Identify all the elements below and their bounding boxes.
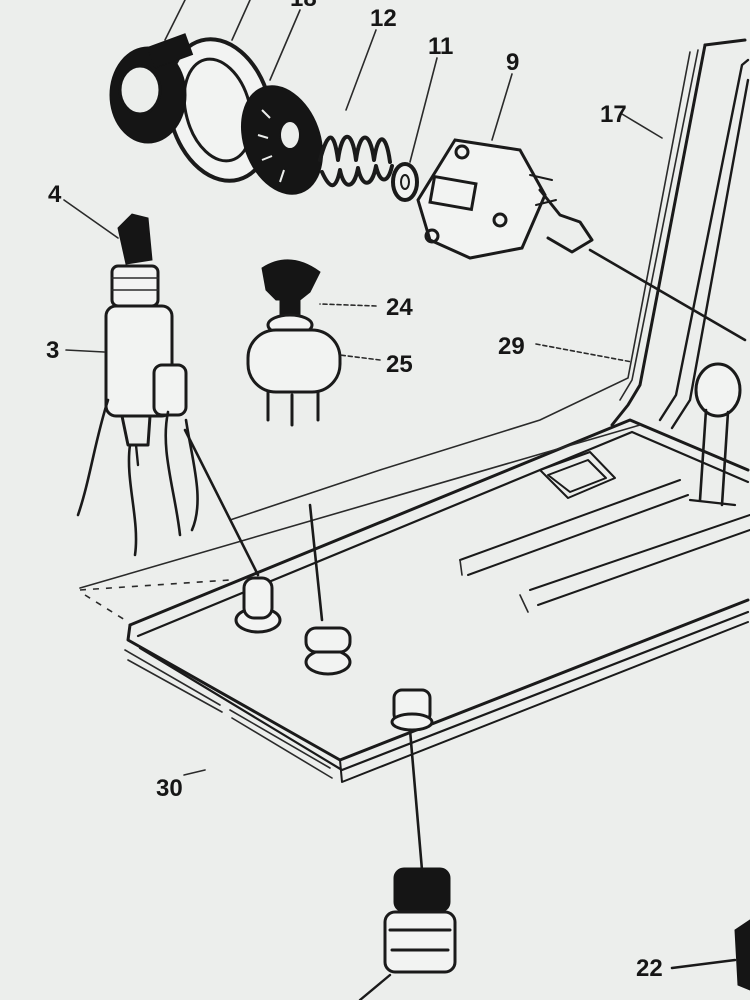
callout-9: 9 (506, 49, 519, 76)
bottom-switch (358, 728, 457, 1000)
callout-12: 12 (370, 5, 397, 32)
callout-3: 3 (46, 337, 59, 364)
part-22 (670, 919, 750, 991)
console-details (459, 362, 750, 613)
left-switch (76, 213, 260, 577)
leader-lines (63, 0, 663, 776)
cover-panel (229, 38, 750, 521)
panel-buttons (234, 576, 434, 732)
callout-11: 11 (428, 33, 453, 60)
callout-29: 29 (498, 333, 525, 360)
callout-4: 4 (48, 181, 62, 208)
switch-body (416, 138, 747, 342)
spring (318, 134, 394, 188)
dashboard-panel (79, 418, 750, 783)
small-washer (391, 162, 419, 202)
callout-18: 18 (290, 0, 317, 12)
callout-24: 24 (386, 294, 413, 321)
center-switch (246, 259, 342, 622)
callout-17: 17 (600, 101, 627, 128)
callout-25: 25 (386, 351, 413, 378)
callout-22: 22 (636, 955, 663, 982)
ring-assembly (109, 33, 324, 195)
callout-30: 30 (156, 775, 183, 802)
